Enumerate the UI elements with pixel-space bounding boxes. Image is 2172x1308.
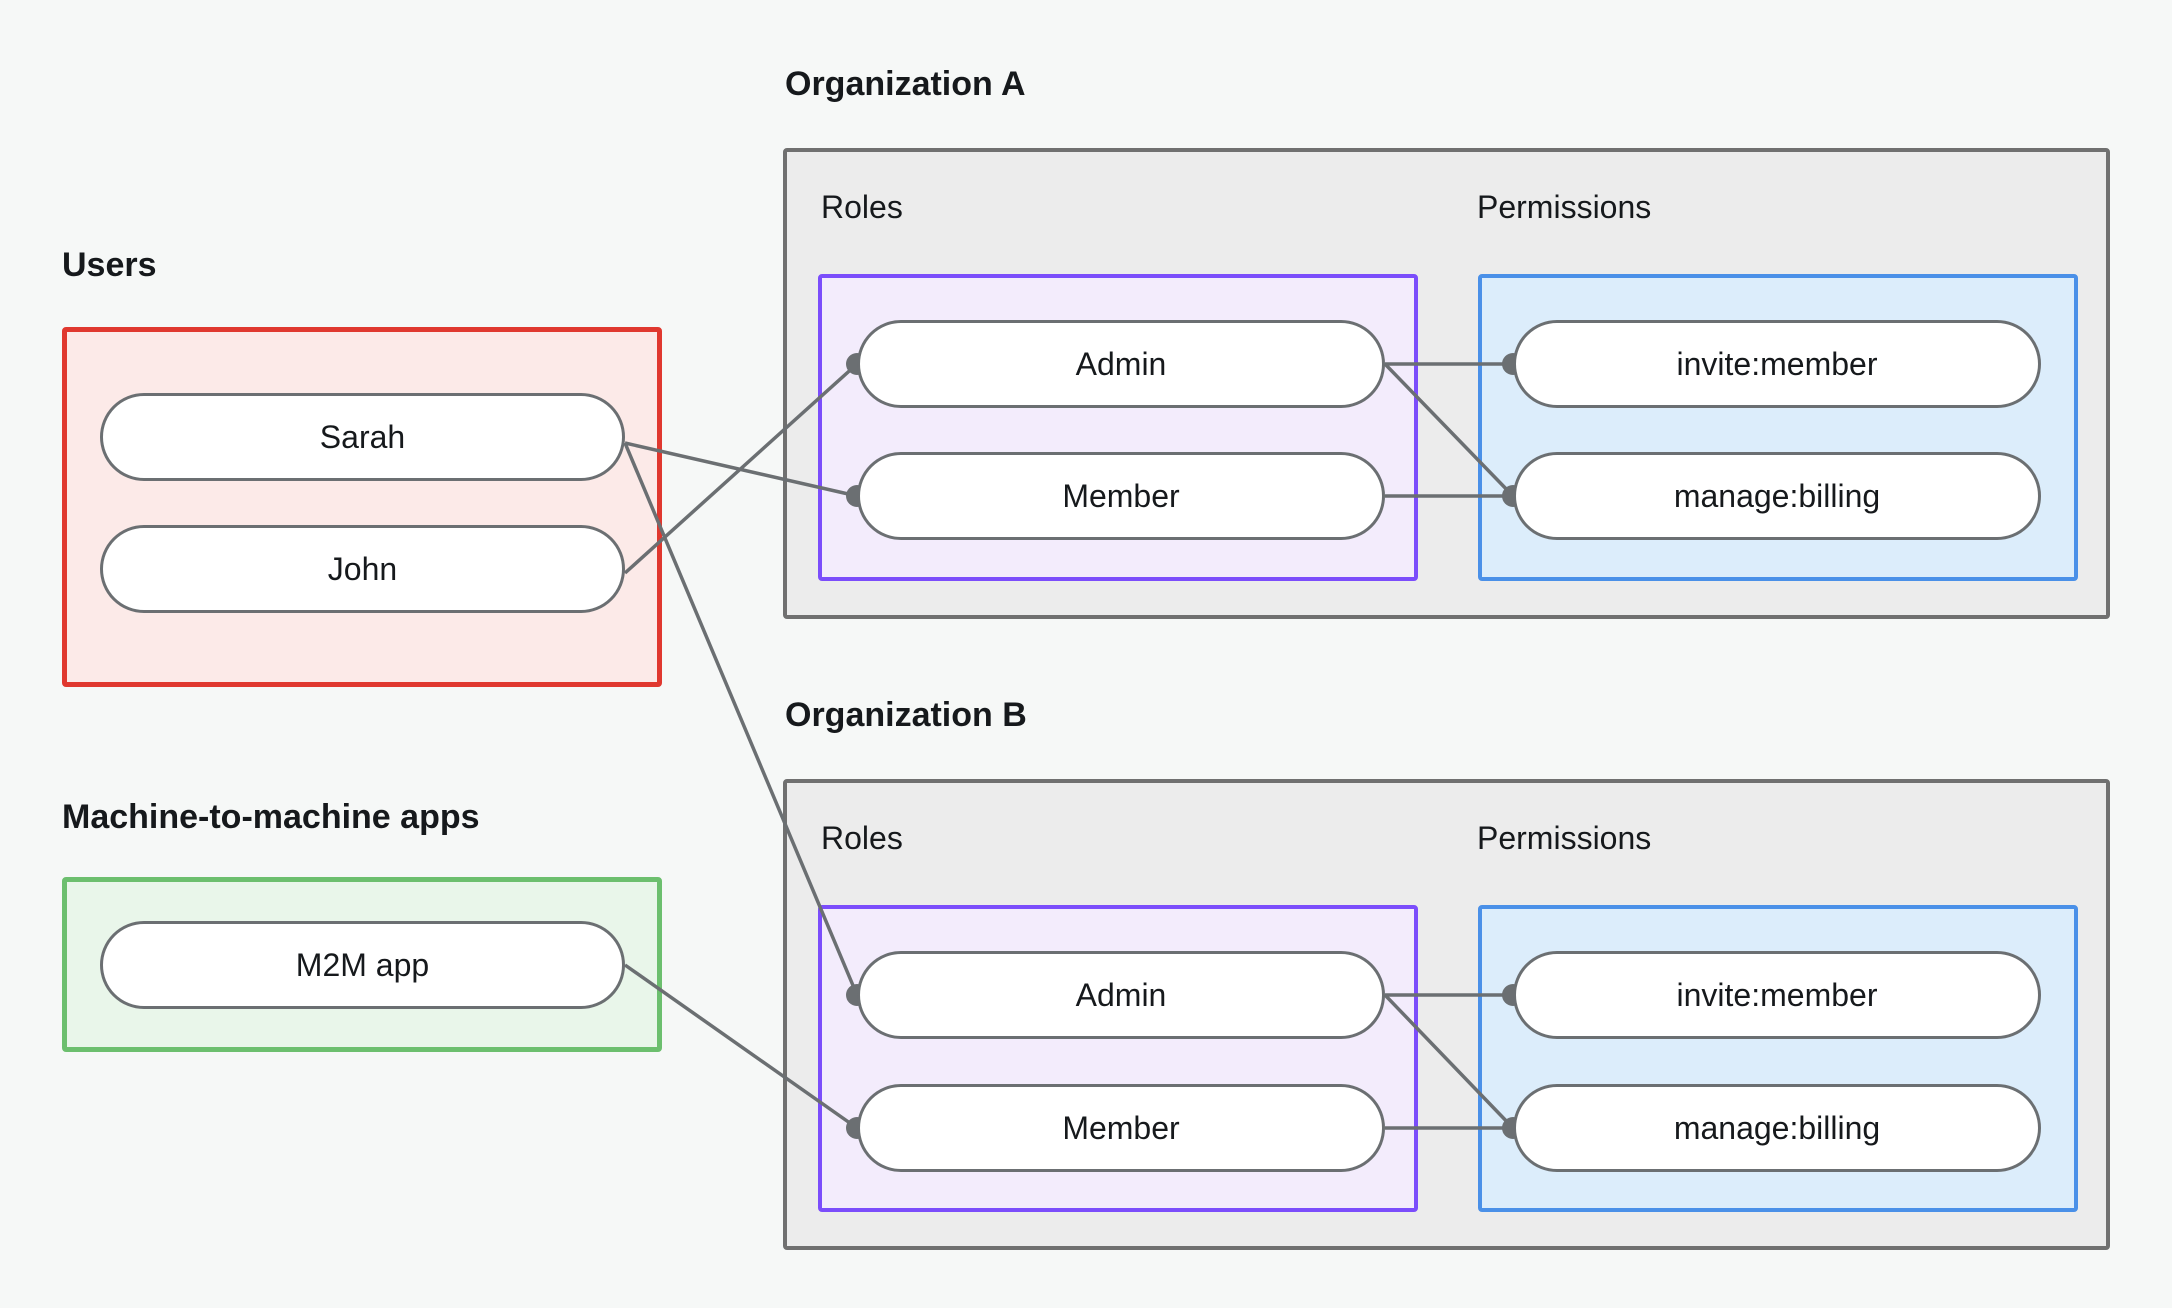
- organization-b-role-member-label: Member: [1062, 1109, 1180, 1146]
- organization-b-role-admin-label: Admin: [1075, 976, 1167, 1013]
- organization-a-roles-caption: Roles: [821, 189, 903, 225]
- organization-a-caption: Organization A: [785, 65, 1026, 103]
- organization-b-permission-invite-member-label: invite:member: [1676, 976, 1878, 1013]
- organization-a-role-admin[interactable]: Admin: [857, 320, 1385, 408]
- organization-b-role-member[interactable]: Member: [857, 1084, 1385, 1172]
- organization-b-permission-invite-member[interactable]: invite:member: [1513, 951, 2041, 1039]
- user-node-john-label: John: [327, 550, 398, 587]
- organization-a-permissions-caption: Permissions: [1477, 189, 1652, 225]
- m2m-node-app-label: M2M app: [295, 946, 430, 983]
- m2m-node-app[interactable]: M2M app: [100, 921, 625, 1009]
- organization-a-permission-invite-member-label: invite:member: [1676, 345, 1878, 382]
- organization-b-caption: Organization B: [785, 696, 1027, 734]
- user-node-sarah[interactable]: Sarah: [100, 393, 625, 481]
- organization-b-role-admin[interactable]: Admin: [857, 951, 1385, 1039]
- organization-a-role-member[interactable]: Member: [857, 452, 1385, 540]
- organization-a-role-admin-label: Admin: [1075, 345, 1167, 382]
- organization-a-permission-invite-member[interactable]: invite:member: [1513, 320, 2041, 408]
- organization-a-role-member-label: Member: [1062, 477, 1180, 514]
- organization-a-permission-manage-billing[interactable]: manage:billing: [1513, 452, 2041, 540]
- user-node-john[interactable]: John: [100, 525, 625, 613]
- m2m-caption: Machine-to-machine apps: [62, 798, 480, 836]
- user-node-sarah-label: Sarah: [319, 418, 406, 455]
- users-group-box: [62, 327, 662, 687]
- organization-b-permission-manage-billing-label: manage:billing: [1673, 1109, 1881, 1146]
- organization-b-roles-caption: Roles: [821, 820, 903, 856]
- organization-b-permission-manage-billing[interactable]: manage:billing: [1513, 1084, 2041, 1172]
- organization-b-permissions-caption: Permissions: [1477, 820, 1652, 856]
- organization-a-permission-manage-billing-label: manage:billing: [1673, 477, 1881, 514]
- users-caption: Users: [62, 246, 157, 284]
